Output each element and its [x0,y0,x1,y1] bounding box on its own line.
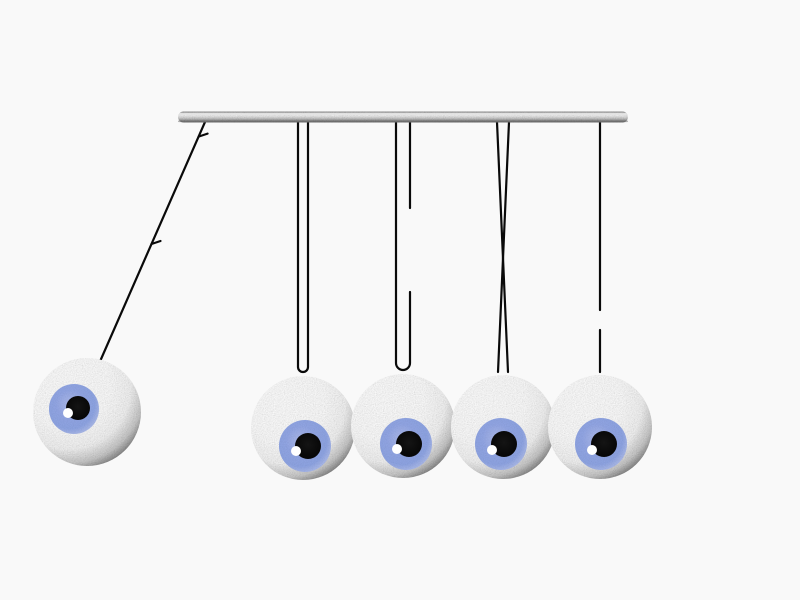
eyeball-pupil [591,431,617,457]
string-tick-mark [150,239,162,246]
pendulum-ball-ball-1 [33,358,141,466]
string-loop [296,120,310,374]
eyeball-pupil [491,431,517,457]
string-cross-line [496,120,511,374]
pendulum-ball-ball-4 [451,375,555,479]
string-loop [394,120,412,372]
eyeball-pupil [396,431,422,457]
pendulum-ball-ball-3 [351,374,455,478]
pendulum-string [296,120,310,374]
support-bar-shadow [178,120,628,123]
pendulum-ball-ball-5 [548,375,652,479]
eyeball-highlight [392,444,402,454]
support-bar-highlight [179,113,627,115]
pendulum-string [495,120,511,374]
eyeball-highlight [487,445,497,455]
string-tick-mark [197,132,209,138]
eyeball-highlight [587,445,597,455]
pendulum-strings-group [96,120,602,374]
support-bar [178,111,628,123]
eyeball-pupil [295,433,321,459]
pendulum-balls-group [33,358,652,480]
pendulum-string [96,120,209,368]
eyeball-highlight [291,446,301,456]
eyeball-highlight [63,408,73,418]
pendulum-string [394,120,412,372]
support-bar-group [178,111,628,123]
pendulum-ball-ball-2 [251,376,355,480]
